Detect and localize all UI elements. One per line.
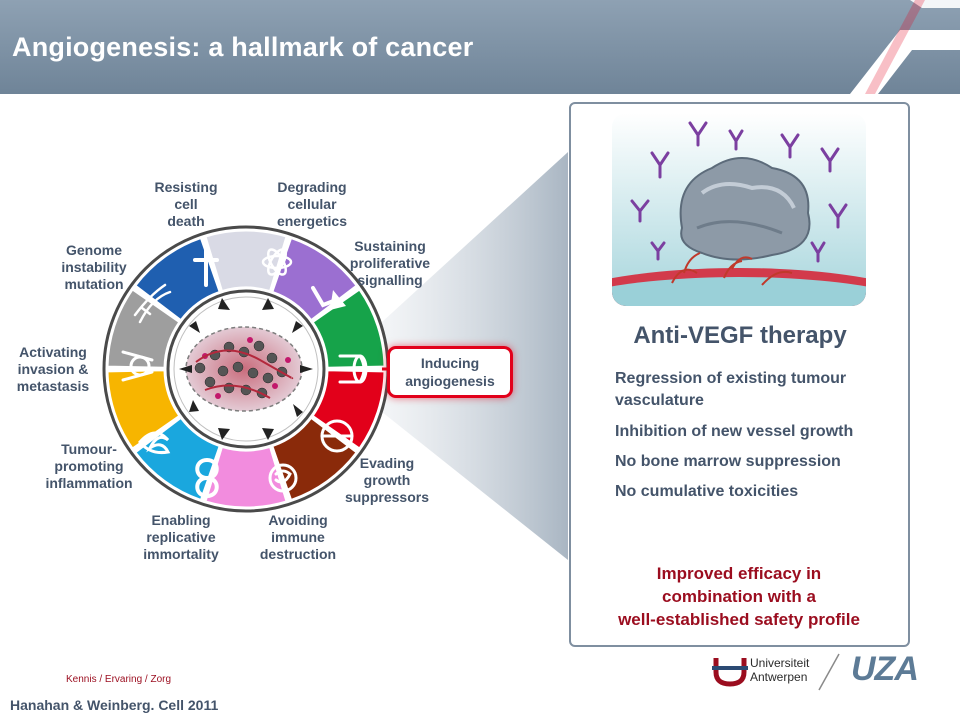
wheel-segment-sustaining <box>312 289 385 368</box>
uza-logo: UZA <box>851 650 919 688</box>
inward-arrows <box>179 298 313 440</box>
immune-cell-icon <box>268 463 298 493</box>
benefit-regression: Regression of existing tumour vasculatur… <box>615 370 847 409</box>
label-resisting-cell-death: Resisting cell death <box>154 179 218 229</box>
uantwerpen-logo-icon <box>712 658 748 687</box>
benefit-no-marrow-suppression: No bone marrow suppression <box>615 453 841 470</box>
logo-divider-slash <box>818 653 840 691</box>
therapy-title: Anti-VEGF therapy <box>633 322 847 349</box>
inducing-angiogenesis-callout: Inducing angiogenesis <box>387 346 513 398</box>
wheel-segment-activating <box>107 289 180 368</box>
logo-line-antwerpen: Antwerpen <box>750 670 808 684</box>
conclusion-text: Improved efficacy in combination with a … <box>618 564 860 629</box>
wheel-segment-resisting <box>205 230 287 292</box>
benefit-no-toxicities: No cumulative toxicities <box>615 483 799 500</box>
tumour-antibody-illustration <box>612 113 866 306</box>
wheel-segment-avoiding <box>205 446 287 508</box>
label-evading-growth-suppressors: Evading growth suppressors <box>344 455 430 505</box>
antibody-icons <box>630 121 848 263</box>
flame-icon <box>138 431 171 454</box>
label-avoiding-immune-destruction: Avoiding immune destruction <box>259 512 337 562</box>
university-logo: Universiteit Antwerpen <box>710 650 950 694</box>
atom-icon <box>261 248 293 276</box>
wheel-segments <box>107 230 385 508</box>
dna-helix-icon <box>133 283 172 324</box>
citation: Hanahan & Weinberg. Cell 2011 <box>10 697 219 713</box>
header-decoration <box>850 0 960 94</box>
cross-icon <box>193 246 219 287</box>
benefit-inhibition: Inhibition of new vessel growth <box>615 423 854 440</box>
label-genome-instability: Genome instability mutation <box>61 242 127 292</box>
header-band: Angiogenesis: a hallmark of cancer <box>0 0 960 94</box>
stop-sign-icon <box>320 419 354 453</box>
tumour-mass-icon <box>679 157 811 261</box>
invasion-cell-icon <box>121 350 154 382</box>
label-enabling-replicative-immortality: Enabling replicative immortality <box>143 512 219 562</box>
label-activating-invasion: Activating invasion & metastasis <box>16 344 90 394</box>
label-tumour-promoting-inflammation: Tumour- promoting inflammation <box>45 441 133 491</box>
wheel-segment-tumour <box>107 370 180 449</box>
wheel-segment-evading <box>272 417 357 500</box>
tumour-cluster-icon <box>185 326 303 412</box>
label-sustaining-proliferative-signalling: Sustaining proliferative signalling <box>349 238 431 288</box>
vessel-tube-icon <box>338 354 368 384</box>
signal-arrow-icon <box>311 286 346 310</box>
wheel-segment-inducing <box>312 370 385 449</box>
footer-tagline: Kennis / Ervaring / Zorg <box>66 674 172 685</box>
label-degrading-cellular-energetics: Degrading cellular energetics <box>276 179 348 229</box>
page-title: Angiogenesis: a hallmark of cancer <box>12 32 474 62</box>
infinity-icon <box>195 457 219 499</box>
logo-line-universiteit: Universiteit <box>750 656 810 670</box>
